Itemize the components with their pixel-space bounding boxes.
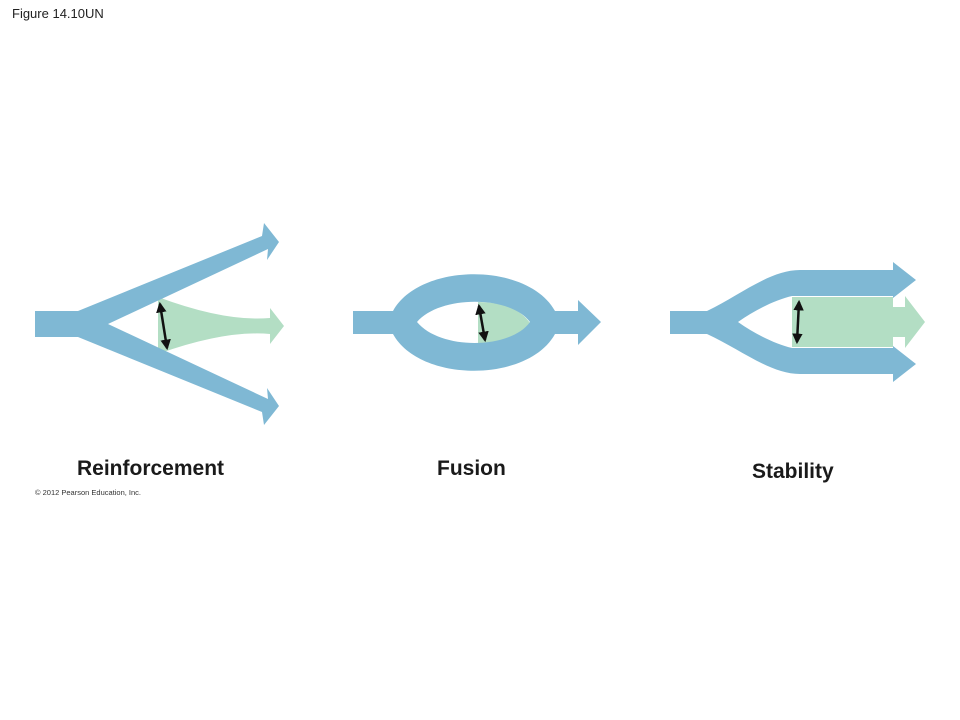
reinforcement-label: Reinforcement (77, 457, 225, 480)
fusion-panel (353, 274, 601, 371)
reinforcement-hybrid-zone (158, 297, 284, 354)
fusion-double-arrow (475, 303, 489, 343)
figure-title: Figure 14.10UN (12, 6, 104, 21)
reinforcement-panel (35, 223, 284, 425)
fusion-label: Fusion (437, 457, 506, 480)
stability-double-arrow (792, 299, 804, 345)
fusion-lineage (353, 274, 601, 371)
reinforcement-double-arrow (156, 301, 171, 351)
stability-label: Stability (752, 460, 834, 483)
copyright-notice: © 2012 Pearson Education, Inc. (35, 488, 142, 497)
reinforcement-lineage (35, 223, 279, 425)
stability-lineage (670, 262, 916, 382)
stability-hybrid-zone (792, 296, 925, 348)
stability-panel (670, 262, 925, 382)
